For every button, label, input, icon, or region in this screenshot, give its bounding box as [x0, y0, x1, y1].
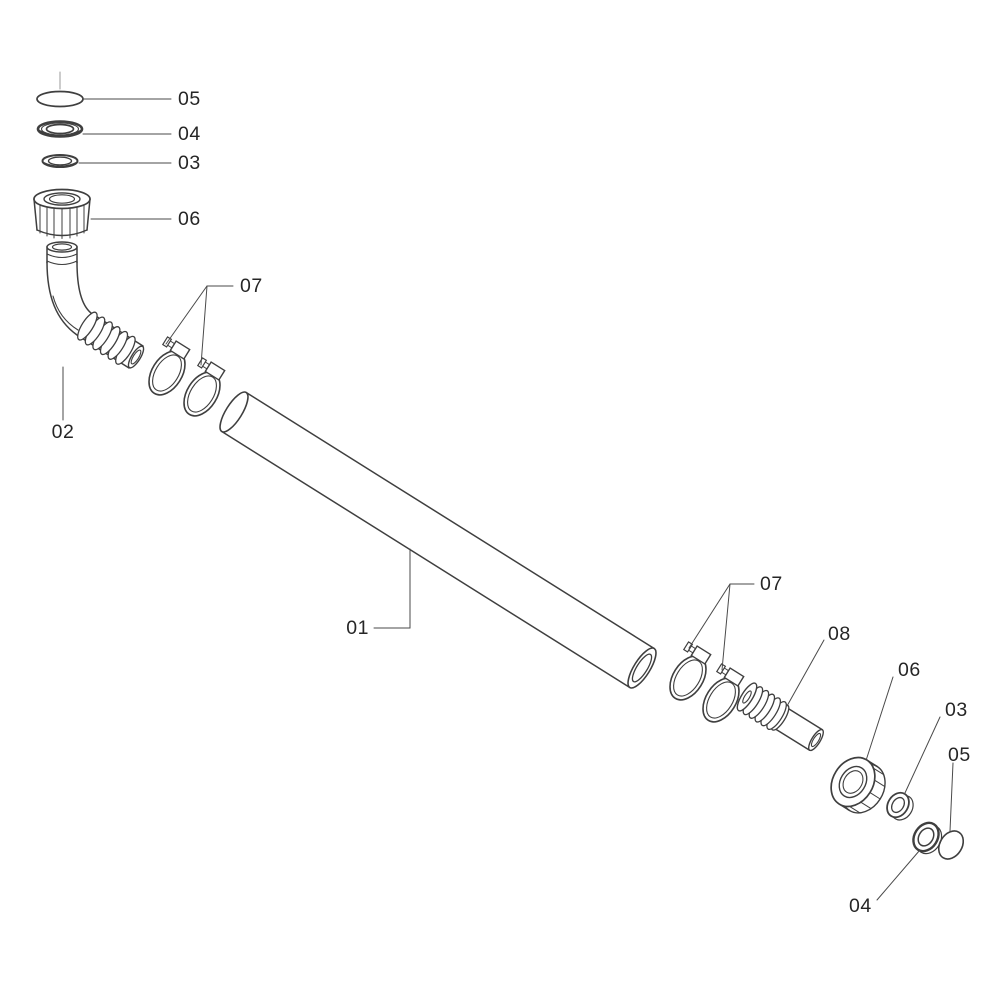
part-ring-03-bottom — [886, 791, 914, 821]
part-barb-fitting-08 — [736, 682, 824, 752]
callout-03-bottom: 03 — [945, 699, 968, 721]
part-washer-04-top — [36, 120, 84, 138]
part-washer-04-bottom — [912, 821, 943, 855]
part-ring-03-top — [41, 154, 79, 168]
callout-06-bottom: 06 — [898, 659, 921, 681]
leader-04-bottom — [876, 850, 920, 901]
callout-08: 08 — [828, 623, 851, 645]
leader-07-bottom-b — [721, 583, 731, 671]
part-nut-06-bottom — [830, 756, 886, 814]
part-oring-05-bottom — [937, 830, 965, 860]
callout-03-top: 03 — [178, 152, 201, 174]
part-clamp-07-top-1 — [140, 335, 194, 403]
callout-01: 01 — [346, 617, 369, 639]
leader-08 — [786, 639, 825, 707]
callout-07-top: 07 — [240, 275, 263, 297]
leader-03-bottom — [904, 716, 941, 795]
callout-04-bottom: 04 — [849, 895, 872, 917]
part-elbow-02 — [46, 241, 145, 369]
callout-05-top: 05 — [178, 88, 201, 110]
leader-07-top-b — [200, 285, 208, 366]
callout-06-top: 06 — [178, 208, 201, 230]
callout-04-top: 04 — [178, 123, 201, 145]
leader-06-bottom — [866, 676, 894, 760]
part-tube-01 — [219, 391, 657, 689]
leader-07-top-a — [165, 285, 234, 345]
callout-02: 02 — [52, 421, 75, 443]
leader-01 — [373, 548, 411, 629]
leader-07-bottom-a — [688, 583, 755, 649]
callout-07-bottom: 07 — [760, 573, 783, 595]
part-oring-05-top — [36, 90, 84, 108]
callout-05-bottom: 05 — [948, 744, 971, 766]
leader-05-bottom — [949, 762, 954, 832]
part-nut-06-top — [33, 188, 91, 239]
